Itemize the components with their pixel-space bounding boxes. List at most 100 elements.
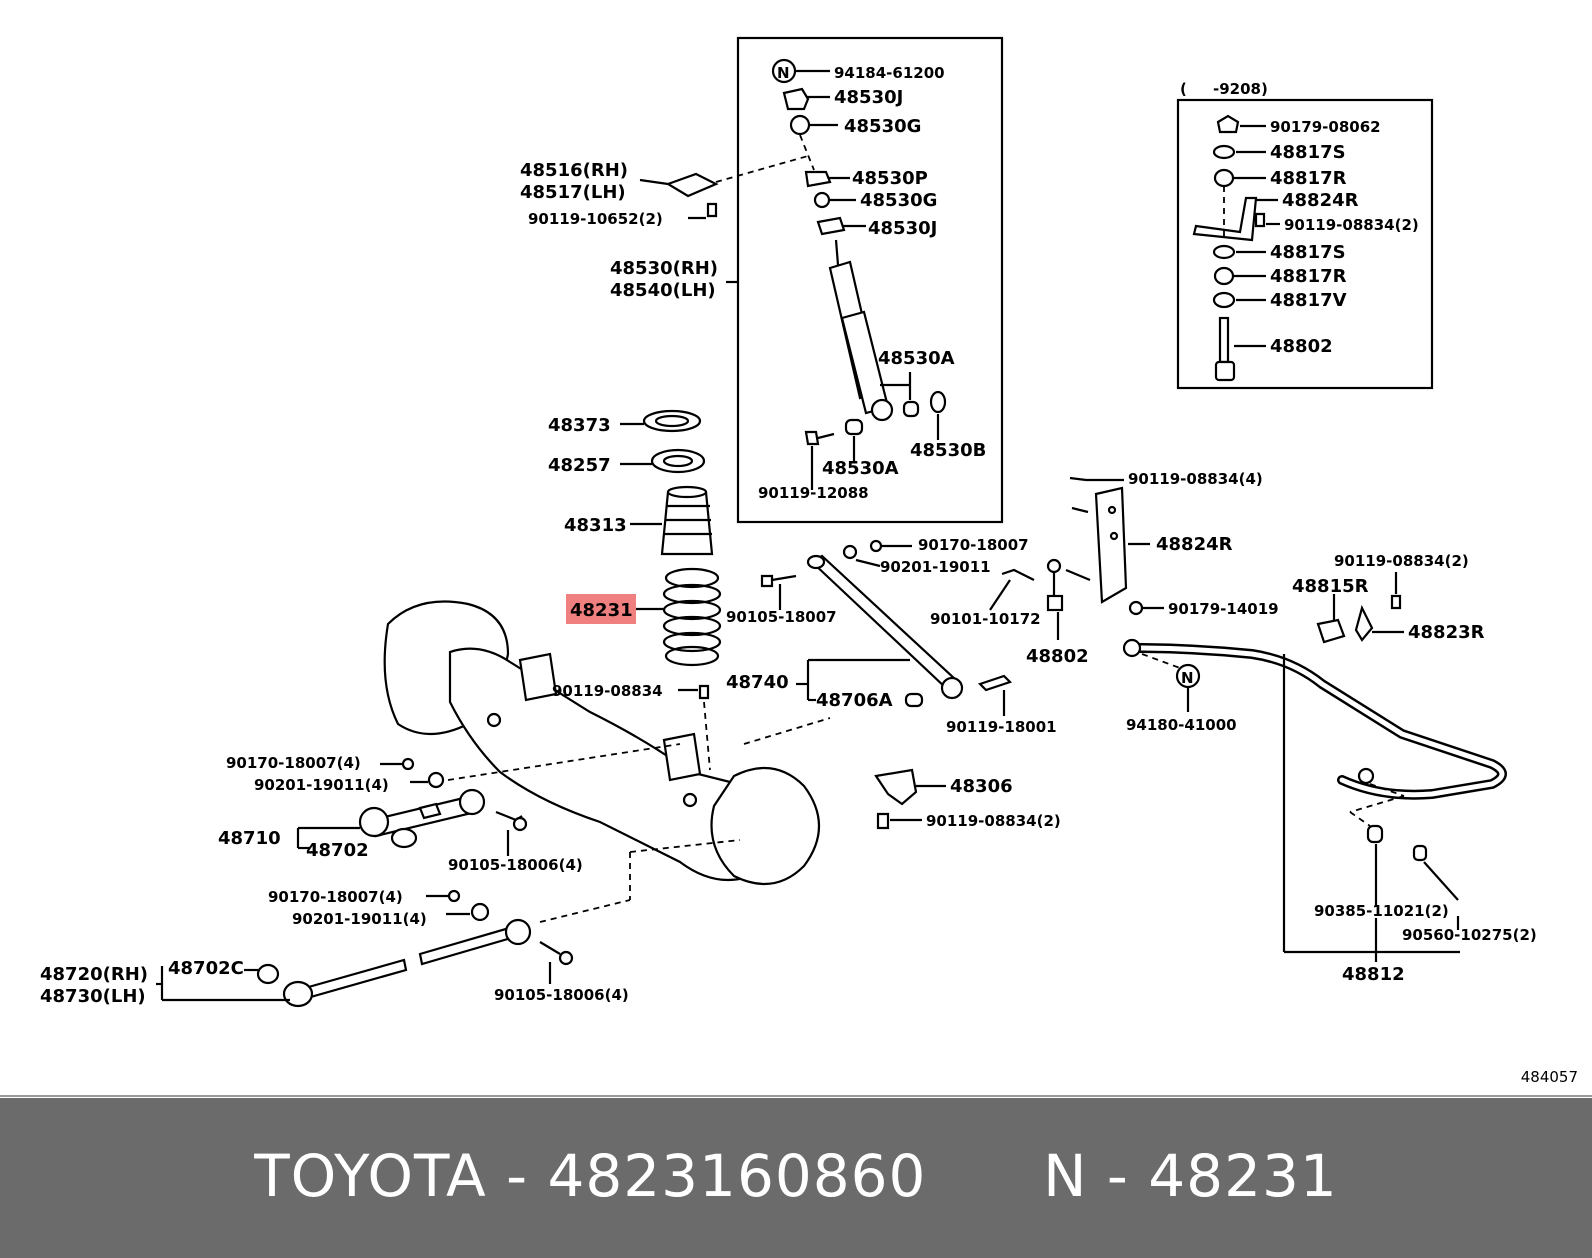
arm-nut-icon — [401, 757, 415, 771]
label-48530A-right: 48530A — [878, 348, 955, 369]
lower-arm-washer-icon — [470, 902, 490, 922]
label-90119-08834-2-clamp: 90119-08834(2) — [1334, 552, 1469, 570]
bump-stopper-icon — [660, 485, 714, 556]
bracket-bolt-c-icon — [1069, 476, 1089, 514]
label-inset-range: ( -9208) — [1180, 80, 1268, 98]
label-48817R-top: 48817R — [1270, 168, 1347, 189]
label-48530P: 48530P — [852, 168, 928, 189]
suspension-bracket-icon — [874, 768, 918, 806]
arm-bushing-icon — [390, 827, 418, 849]
label-48706A: 48706A — [816, 690, 893, 711]
inset-bracket-icon — [1192, 196, 1258, 242]
label-48257: 48257 — [548, 455, 611, 476]
label-48817S-top: 48817S — [1270, 142, 1346, 163]
n-badge-letter: N — [777, 64, 790, 82]
shock-lower-washer-icon — [929, 390, 947, 414]
label-48530J-mid: 48530J — [868, 218, 937, 239]
label-48373: 48373 — [548, 415, 611, 436]
label-48802-main: 48802 — [1026, 646, 1089, 667]
catalog-code: 484057 — [1520, 1068, 1578, 1086]
shock-retainer-icon — [804, 170, 832, 188]
lateral-rod-washer-icon — [842, 544, 858, 560]
shock-upper-cup-icon — [816, 216, 846, 236]
bar-bushing-icon — [1366, 824, 1384, 844]
shock-lower-bushing-b-icon — [844, 418, 864, 436]
footer-ref-number: 48231 — [1148, 1142, 1338, 1210]
spring-seat-icon — [642, 409, 702, 433]
shock-washer-icon — [789, 114, 811, 136]
lateral-rod-end-bolt-icon — [977, 674, 1013, 692]
n-badge-b-icon — [1175, 663, 1201, 689]
label-48702: 48702 — [306, 840, 369, 861]
shock-bushing-icon — [782, 87, 810, 111]
shock-bolt-icon — [804, 430, 835, 446]
label-48530A-low: 48530A — [822, 458, 899, 479]
label-90201-19011-4-lower: 90201-19011(4) — [292, 910, 427, 928]
label-48730: 48730(LH) — [40, 986, 146, 1007]
label-90101-10172: 90101-10172 — [930, 610, 1041, 628]
inset-nut-icon — [1216, 114, 1240, 134]
label-48306: 48306 — [950, 776, 1013, 797]
footer-brand: TOYOTA — [254, 1142, 487, 1210]
shock-cushion-icon — [813, 191, 831, 209]
inset-cushion-v-icon — [1212, 291, 1236, 309]
label-48720: 48720(RH) — [40, 964, 148, 985]
stabilizer-clamp-icon — [1354, 604, 1374, 642]
label-90105-18006-4-upper: 90105-18006(4) — [448, 856, 583, 874]
n-badge-icon — [771, 58, 797, 84]
label-90119-08834-2-inset: 90119-08834(2) — [1284, 216, 1419, 234]
label-94180-41000: 94180-41000 — [1126, 716, 1237, 734]
inset-washer-s-b-icon — [1212, 244, 1236, 260]
label-90119-10652: 90119-10652(2) — [528, 210, 663, 228]
footer-separator: - — [506, 1142, 528, 1210]
label-48817R-bottom: 48817R — [1270, 266, 1347, 287]
lateral-rod-bolt-icon — [760, 574, 797, 588]
label-48740: 48740 — [726, 672, 789, 693]
shock-absorber-icon — [828, 239, 894, 422]
exploded-parts-diagram: N — [0, 36, 1592, 1097]
shock-absorber-inset-frame — [736, 36, 1004, 524]
label-90170-18007-4-lower: 90170-18007(4) — [268, 888, 403, 906]
label-90105-18006-4-lower: 90105-18006(4) — [494, 986, 629, 1004]
label-90170-18007-top: 90170-18007 — [918, 536, 1029, 554]
label-90119-08834-4: 90119-08834(4) — [1128, 470, 1263, 488]
label-90119-08834-2-bracket: 90119-08834(2) — [926, 812, 1061, 830]
footer-ref-separator: - — [1106, 1142, 1129, 1210]
inset-cushion-r-icon — [1213, 168, 1235, 188]
label-48815R: 48815R — [1292, 576, 1369, 597]
label-48516: 48516(RH) — [520, 160, 628, 181]
highlight-box — [566, 594, 636, 624]
bracket-bolt-d-icon — [876, 812, 890, 830]
rear-axle-housing-icon — [383, 600, 821, 886]
label-48812: 48812 — [1342, 964, 1405, 985]
arm-washer-icon — [427, 771, 445, 789]
label-90119-08834-spring: 90119-08834 — [552, 682, 663, 700]
bracket-bolt-icon — [706, 202, 718, 218]
label-48530B: 48530B — [910, 440, 986, 461]
clamp-bolt-icon — [1390, 594, 1402, 610]
label-94184-61200: 94184-61200 — [834, 64, 945, 82]
lower-control-arm-icon — [282, 918, 532, 1008]
lower-arm-bushing-icon — [256, 963, 280, 985]
footer-ref-prefix: N — [1043, 1142, 1088, 1210]
bar-cap-icon — [1412, 844, 1428, 862]
coil-spring-icon — [662, 567, 722, 667]
shock-bracket-icon — [665, 172, 719, 198]
lower-arm-bolt-icon — [539, 941, 561, 955]
label-48231: 48231 — [570, 600, 633, 621]
stabilizer-link-inset-frame — [1176, 98, 1434, 390]
inset-cushion-r-b-icon — [1213, 266, 1235, 286]
label-48817S-bottom: 48817S — [1270, 242, 1346, 263]
inset-stabilizer-link-icon — [1214, 316, 1236, 382]
spring-insulator-icon — [650, 448, 706, 474]
label-90179-14019: 90179-14019 — [1168, 600, 1279, 618]
label-48824R-main: 48824R — [1156, 534, 1233, 555]
label-48824R-inset: 48824R — [1282, 190, 1359, 211]
lateral-rod-bushing-icon — [940, 676, 964, 700]
label-48530J-top: 48530J — [834, 87, 903, 108]
label-90201-19011-4-upper: 90201-19011(4) — [254, 776, 389, 794]
footer-gap — [926, 1142, 1023, 1210]
label-48530G-top: 48530G — [844, 116, 921, 137]
label-48313: 48313 — [564, 515, 627, 536]
